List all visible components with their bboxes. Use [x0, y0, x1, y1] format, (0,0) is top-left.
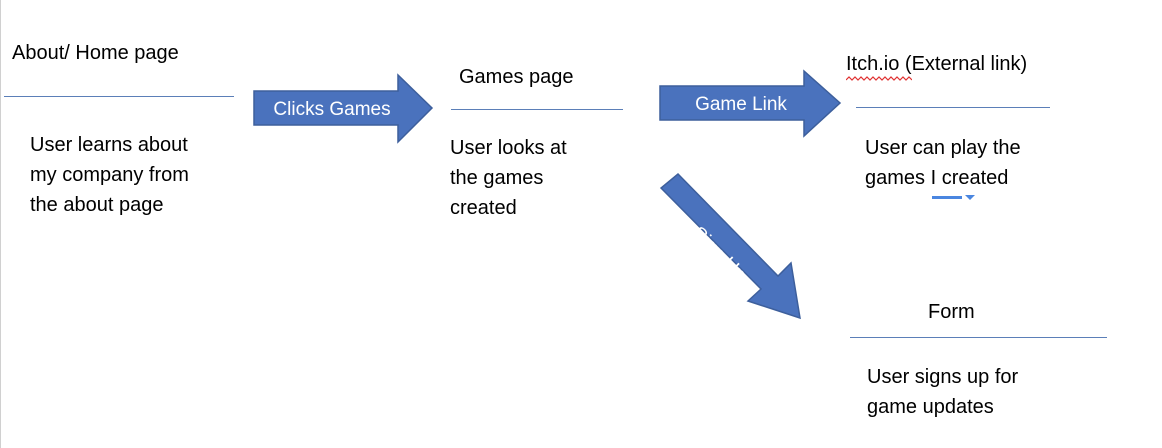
arrow-clicks-games: Clicks Games	[253, 73, 434, 144]
arrow-game-link: Game Link	[659, 69, 842, 138]
games-page-title: Games page	[459, 66, 574, 88]
spellcheck-underline	[846, 76, 912, 81]
games-line-2: the games	[450, 167, 544, 189]
itch-io-title: Itch.io (External link)	[846, 53, 1028, 75]
about-divider	[4, 96, 234, 97]
arrow-sign-up-shape	[659, 172, 801, 320]
itch-io-description: User can play the games I created	[865, 133, 1021, 193]
arrow-clicks-games-shape	[253, 73, 434, 144]
about-line-2: my company from	[30, 164, 189, 186]
form-line-2: game updates	[867, 396, 994, 418]
form-divider	[850, 337, 1107, 338]
about-line-1: User learns about	[30, 134, 188, 156]
about-line-3: the about page	[30, 194, 164, 216]
page-left-border	[0, 0, 1, 448]
arrow-sign-up: Sign Up	[659, 172, 801, 320]
arrow-clicks-games-label: Clicks Games	[273, 99, 390, 120]
games-line-3: created	[450, 197, 517, 219]
about-description: User learns about my company from the ab…	[30, 130, 189, 220]
arrow-game-link-shape	[659, 69, 842, 138]
text-resize-handle[interactable]	[932, 193, 976, 203]
about-home-title: About/ Home page	[12, 42, 179, 64]
arrow-game-link-label: Game Link	[695, 94, 787, 115]
form-title: Form	[928, 301, 975, 323]
itch-io-line-2: games I created	[865, 167, 1009, 189]
games-divider	[451, 109, 623, 110]
form-line-1: User signs up for	[867, 366, 1019, 388]
games-description: User looks at the games created	[450, 133, 567, 223]
itch-io-divider	[856, 107, 1050, 108]
games-line-1: User looks at	[450, 137, 567, 159]
form-description: User signs up for game updates	[867, 362, 1018, 422]
itch-io-line-1: User can play the	[865, 137, 1021, 159]
